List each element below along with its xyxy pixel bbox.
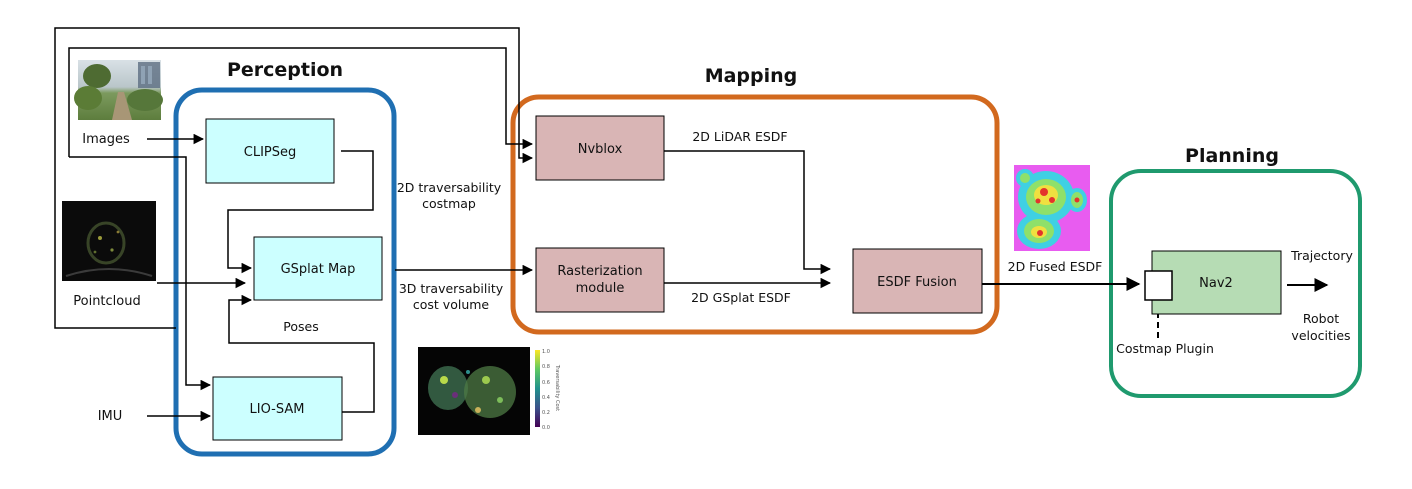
lio-sam-node (212, 376, 343, 441)
colorbar-tick: 0.0 (542, 425, 550, 431)
cost-volume-thumbnail (418, 347, 540, 435)
rasterization-label-line1: Rasterization (557, 264, 642, 279)
trav-volume-label-2: cost volume (413, 297, 490, 312)
nav2-node (1151, 250, 1282, 315)
planning-title: Planning (1185, 145, 1279, 167)
rasterization-label-line2: module (576, 281, 625, 296)
nvblox-node (535, 115, 665, 181)
images-label: Images (82, 132, 130, 147)
gsplat-esdf-label: 2D GSplat ESDF (691, 290, 791, 305)
fused-esdf-thumbnail (1014, 165, 1090, 251)
robot-velocities-label-1: Robot (1303, 311, 1339, 326)
clipseg-node (205, 118, 335, 184)
rasterization-node (535, 247, 665, 313)
trav-costmap-label-1: 2D traversability (397, 180, 502, 195)
colorbar-tick: 1.0 (542, 349, 550, 355)
trajectory-label: Trajectory (1290, 248, 1353, 263)
clipseg-label: CLIPSeg (244, 145, 297, 160)
robot-velocities-label-2: velocities (1291, 328, 1350, 343)
colorbar-tick: 0.2 (542, 410, 550, 416)
edge-poses-to-gsplat (228, 294, 375, 413)
perception-group-box (173, 87, 397, 457)
poses-label: Poses (283, 319, 318, 334)
colorbar-tick: 0.4 (542, 395, 550, 401)
edge-pointcloud-to-nvblox (54, 283, 176, 329)
pointcloud-thumbnail (62, 201, 156, 281)
edge-nvblox-to-fusion (664, 150, 832, 275)
edge-outer-loop (54, 27, 534, 283)
perception-title: Perception (227, 59, 343, 81)
trav-costmap-label-2: costmap (422, 196, 476, 211)
costmap-plugin-box (1144, 270, 1173, 301)
mapping-group-box (510, 94, 1000, 335)
lio-sam-label: LIO-SAM (250, 402, 305, 417)
imu-label: IMU (98, 409, 123, 424)
colorbar-tick: 0.6 (542, 380, 550, 386)
trav-volume-label-1: 3D traversability (399, 281, 504, 296)
nav2-label: Nav2 (1199, 276, 1233, 291)
edge-clipseg-to-gsplat (227, 150, 374, 274)
pointcloud-label: Pointcloud (73, 294, 140, 309)
fused-esdf-label: 2D Fused ESDF (1008, 259, 1103, 274)
camera-image-thumbnail (74, 60, 163, 120)
edge-images-to-nvblox (68, 47, 534, 150)
costmap-plugin-label: Costmap Plugin (1116, 341, 1214, 356)
esdf-fusion-label: ESDF Fusion (877, 275, 957, 290)
lidar-esdf-label: 2D LiDAR ESDF (692, 129, 787, 144)
colorbar-ticks: 1.0 0.8 0.6 0.4 0.2 0.0 Traversability C… (542, 349, 560, 431)
gsplat-map-label: GSplat Map (281, 262, 356, 277)
nvblox-label: Nvblox (578, 142, 623, 157)
colorbar-tick: 0.8 (542, 364, 550, 370)
mapping-title: Mapping (705, 65, 798, 87)
colorbar-title: Traversability Cost (554, 364, 560, 411)
gsplat-map-node (253, 236, 383, 301)
esdf-fusion-node (852, 248, 983, 314)
